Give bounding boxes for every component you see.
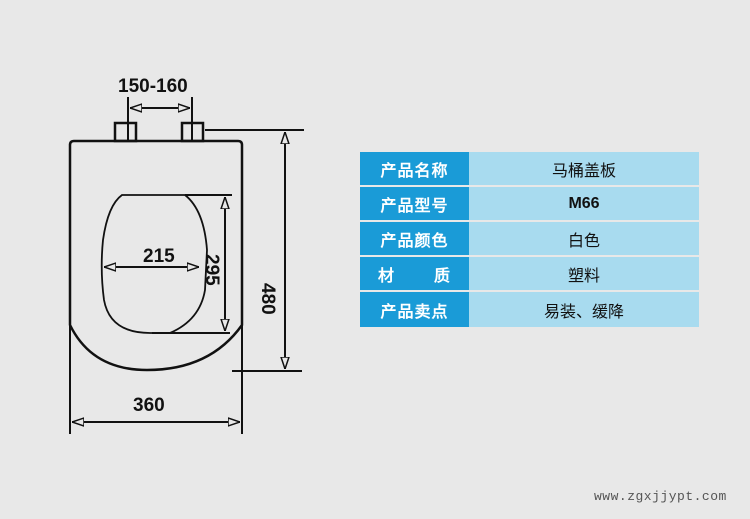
- dim-inner-width: 215: [143, 246, 175, 267]
- spec-row-selling-point: 产品卖点 易装、缓降: [360, 292, 699, 327]
- spec-row-color: 产品颜色 白色: [360, 222, 699, 255]
- watermark: www.zgxjjypt.com: [594, 489, 727, 504]
- dim-inner-length: 295: [201, 254, 222, 286]
- seat-opening: [100, 194, 208, 334]
- dim-outer-width: 360: [133, 395, 165, 416]
- spec-value: M66: [469, 187, 699, 220]
- spec-table: 产品名称 马桶盖板 产品型号 M66 产品颜色 白色 材 质 塑料 产品卖点 易…: [360, 152, 699, 327]
- dim-hinge-spacing: 150-160: [118, 76, 188, 97]
- spec-value: 马桶盖板: [469, 152, 699, 185]
- dim-outer-length: 480: [257, 283, 278, 315]
- spec-label: 产品卖点: [360, 292, 469, 327]
- spec-label: 产品名称: [360, 152, 469, 185]
- spec-value: 易装、缓降: [469, 292, 699, 327]
- spec-label-part: 质: [433, 265, 451, 285]
- spec-label: 材 质: [360, 257, 469, 290]
- spec-label: 产品颜色: [360, 222, 469, 255]
- spec-row-name: 产品名称 马桶盖板: [360, 152, 699, 185]
- seat-outline: [68, 139, 244, 372]
- spec-row-material: 材 质 塑料: [360, 257, 699, 290]
- spec-label: 产品型号: [360, 187, 469, 220]
- hinge-left: [113, 121, 138, 143]
- spec-value: 白色: [469, 222, 699, 255]
- spec-value: 塑料: [469, 257, 699, 290]
- spec-row-model: 产品型号 M66: [360, 187, 699, 220]
- spec-label-part: 材: [378, 265, 396, 285]
